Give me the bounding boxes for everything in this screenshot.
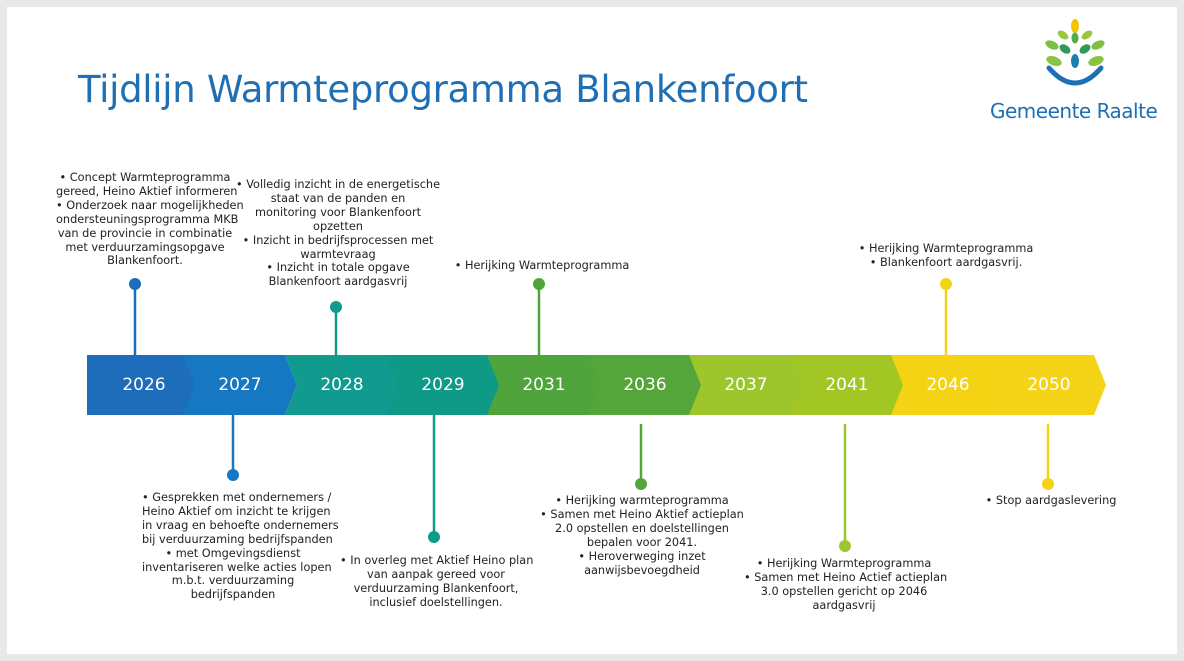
note-line: • met Omgevingsdienst	[165, 546, 301, 560]
note-line: • In overleg met Aktief Heino plan	[340, 554, 534, 567]
note-2031: • Herijking Warmteprogramma	[452, 259, 632, 273]
timeline-segment-2027	[183, 355, 297, 415]
year-label-2029: 2029	[421, 375, 465, 395]
note-line: inclusief doelstellingen.	[369, 595, 503, 609]
note-line: • Gesprekken met ondernemers /	[142, 491, 332, 504]
note-line: Blankenfoort.	[107, 254, 183, 268]
year-label-2046: 2046	[926, 375, 970, 395]
note-line: in vraag en behoefte ondernemers	[142, 518, 339, 532]
milestone-dot-2026	[129, 278, 141, 290]
note-line: • Herijking Warmteprogramma	[454, 259, 630, 272]
note-line: • Onderzoek naar mogelijkheden	[56, 198, 244, 212]
note-2050: • Stop aardgaslevering	[978, 494, 1124, 508]
timeline-segment-2031	[487, 355, 601, 415]
note-line: • Stop aardgaslevering	[985, 494, 1117, 507]
note-line: staat van de panden en	[270, 191, 406, 205]
note-line: aardgasvrij	[812, 598, 876, 612]
note-line: Heino Aktief om inzicht te krijgen	[142, 504, 331, 518]
note-2036: • Herijking warmteprogramma• Samen met H…	[538, 494, 746, 577]
note-line: • Heroverweging inzet	[578, 549, 706, 563]
year-label-2037: 2037	[724, 375, 768, 395]
note-line: 3.0 opstellen gericht op 2046	[760, 584, 928, 598]
note-line: opzetten	[313, 219, 363, 233]
note-line: • Volledig inzicht in de energetische	[235, 178, 441, 191]
timeline-segment-2037	[689, 355, 803, 415]
milestone-dot-2050	[1042, 478, 1054, 490]
timeline-segment-2036	[588, 355, 702, 415]
note-line: inventariseren welke acties lopen	[142, 560, 332, 574]
note-line: van aanpak gereed voor	[367, 567, 505, 581]
note-line: • Samen met Heino Aktief actieplan	[540, 507, 744, 521]
milestone-dot-2028	[330, 301, 342, 313]
note-line: • Inzicht in totale opgave	[266, 261, 410, 275]
page-title: Tijdlijn Warmteprogramma Blankenfoort	[78, 68, 808, 111]
note-line: van de provincie in combinatie	[57, 226, 233, 240]
year-label-2041: 2041	[825, 375, 869, 395]
milestone-dot-2046	[940, 278, 952, 290]
note-line: bepalen voor 2041.	[586, 535, 698, 549]
note-line: • Herijking Warmteprogramma	[756, 557, 932, 570]
leaf-tree-icon	[1045, 19, 1105, 86]
note-line: • Inzicht in bedrijfsprocessen met	[242, 233, 434, 247]
note-line: bedrijfspanden	[190, 588, 276, 602]
note-line: gereed, Heino Aktief informeren	[56, 184, 238, 198]
year-label-2050: 2050	[1027, 375, 1071, 395]
note-line: Blankenfoort aardgasvrij	[268, 275, 408, 289]
note-line: bij verduurzaming bedrijfspanden	[142, 532, 333, 546]
milestone-dot-2027	[227, 469, 239, 481]
note-line: • Blankenfoort aardgasvrij.	[869, 255, 1023, 269]
timeline-segment-2028	[285, 355, 399, 415]
milestone-dot-2029	[428, 531, 440, 543]
note-line: • Samen met Heino Actief actieplan	[744, 570, 948, 584]
year-label-2028: 2028	[320, 375, 364, 395]
year-label-2031: 2031	[522, 375, 566, 395]
note-2041: • Herijking Warmteprogramma• Samen met H…	[744, 557, 948, 613]
note-line: m.b.t. verduurzaming	[171, 574, 295, 588]
note-line: • Concept Warmteprogramma	[59, 171, 231, 184]
timeline-segment-2050	[992, 355, 1106, 415]
timeline-segment-2026	[87, 355, 201, 415]
note-line: met verduurzamingsopgave	[65, 240, 225, 254]
timeline-segment-2029	[386, 355, 500, 415]
milestone-dot-2036	[635, 478, 647, 490]
note-2027: • Gesprekken met ondernemers /Heino Akti…	[142, 491, 339, 602]
logo-text: Gemeente Raalte	[990, 99, 1158, 123]
milestone-dot-2041	[839, 540, 851, 552]
slide-background	[7, 7, 1177, 654]
note-line: • Herijking warmteprogramma	[555, 494, 729, 507]
note-line: verduurzaming Blankenfoort,	[353, 581, 519, 595]
year-label-2036: 2036	[623, 375, 667, 395]
note-line: aanwijsbevoegdheid	[584, 563, 700, 577]
note-line: ondersteuningsprogramma MKB	[56, 212, 239, 226]
note-line: • Herijking Warmteprogramma	[858, 242, 1034, 255]
timeline-segment-2046	[891, 355, 1005, 415]
note-line: 2.0 opstellen en doelstellingen	[555, 521, 729, 535]
note-line: monitoring voor Blankenfoort	[254, 205, 422, 219]
milestone-dot-2031	[533, 278, 545, 290]
note-line: warmtevraag	[300, 247, 376, 261]
timeline-segment-2041	[790, 355, 904, 415]
year-label-2026: 2026	[122, 375, 166, 395]
note-2046: • Herijking Warmteprogramma• Blankenfoor…	[858, 242, 1034, 270]
year-label-2027: 2027	[218, 375, 262, 395]
